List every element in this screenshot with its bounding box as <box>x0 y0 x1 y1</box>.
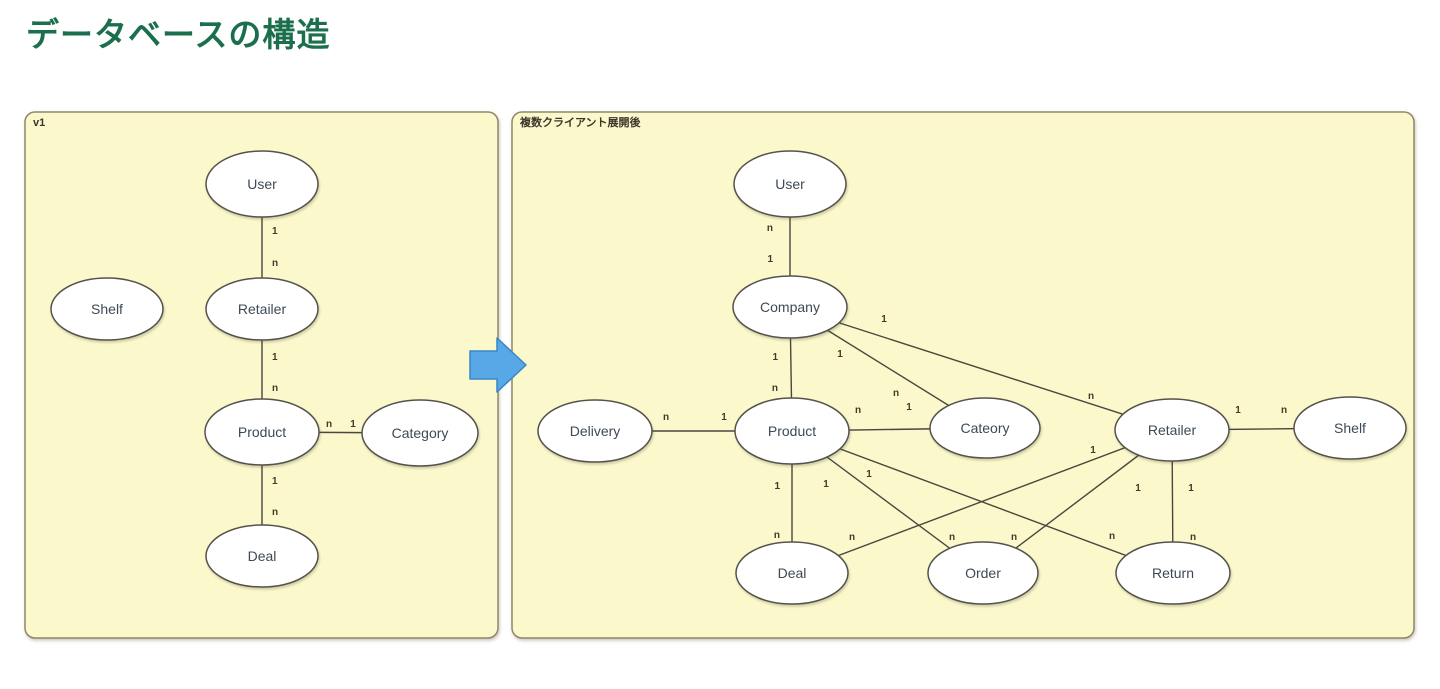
right-arrow-icon <box>469 337 527 393</box>
node-label-l-retailer: Retailer <box>238 301 287 317</box>
cardinality-label: 1 <box>881 314 887 325</box>
node-label-r-deal: Deal <box>778 565 807 581</box>
node-label-r-order: Order <box>965 565 1001 581</box>
cardinality-label: n <box>272 258 278 269</box>
cardinality-label: n <box>1088 391 1094 402</box>
node-label-l-deal: Deal <box>248 548 277 564</box>
cardinality-label: 1 <box>1188 483 1194 494</box>
cardinality-label: n <box>774 530 780 541</box>
cardinality-label: n <box>1190 532 1196 543</box>
cardinality-label: 1 <box>272 352 278 363</box>
panel-label-multi: 複数クライアント展開後 <box>519 115 642 129</box>
node-r-delivery <box>537 399 653 463</box>
cardinality-label: n <box>663 412 669 423</box>
page-title: データベースの構造 <box>26 16 331 53</box>
node-r-product <box>734 397 850 465</box>
cardinality-label: n <box>272 507 278 518</box>
cardinality-label: 1 <box>721 412 727 423</box>
cardinality-label: 1 <box>272 226 278 237</box>
cardinality-label: n <box>272 383 278 394</box>
cardinality-label: 1 <box>350 419 356 430</box>
edge-r-company-r-retailer <box>789 306 1173 431</box>
cardinality-label: 1 <box>837 349 843 360</box>
cardinality-label: 1 <box>1090 445 1096 456</box>
edge-r-retailer-r-deal <box>791 429 1173 574</box>
cardinality-label: 1 <box>906 402 912 413</box>
node-r-user <box>733 150 847 218</box>
cardinality-label: 1 <box>866 469 872 480</box>
node-label-r-return: Return <box>1152 565 1194 581</box>
node-l-category <box>361 399 479 467</box>
node-l-deal <box>205 524 319 588</box>
cardinality-label: n <box>1109 531 1115 542</box>
node-l-shelf <box>50 277 164 341</box>
node-r-cateory <box>929 397 1041 459</box>
node-r-retailer <box>1114 398 1230 462</box>
cardinality-label: 1 <box>1135 483 1141 494</box>
cardinality-label: n <box>893 388 899 399</box>
cardinality-label: 1 <box>1235 405 1241 416</box>
node-label-r-cateory: Cateory <box>960 420 1009 436</box>
panel-label-v1: v1 <box>33 117 45 129</box>
cardinality-label: 1 <box>774 481 780 492</box>
cardinality-label: n <box>849 532 855 543</box>
node-r-deal <box>735 541 849 605</box>
node-label-l-product: Product <box>238 424 286 440</box>
cardinality-label: n <box>1281 405 1287 416</box>
cardinality-label: 1 <box>272 476 278 487</box>
cardinality-label: n <box>949 532 955 543</box>
node-r-shelf <box>1293 396 1407 460</box>
node-l-retailer <box>205 277 319 341</box>
node-l-product <box>204 398 320 466</box>
node-label-l-category: Category <box>392 425 449 441</box>
node-r-return <box>1115 541 1231 605</box>
node-label-r-shelf: Shelf <box>1334 420 1366 436</box>
node-label-r-retailer: Retailer <box>1148 422 1197 438</box>
node-label-r-company: Company <box>760 299 820 315</box>
node-label-r-product: Product <box>768 423 816 439</box>
cardinality-label: n <box>767 223 773 234</box>
cardinality-label: 1 <box>767 254 773 265</box>
node-label-l-shelf: Shelf <box>91 301 123 317</box>
cardinality-label: 1 <box>823 479 829 490</box>
node-r-company <box>732 275 848 339</box>
node-label-r-delivery: Delivery <box>570 423 621 439</box>
cardinality-label: n <box>772 383 778 394</box>
cardinality-label: n <box>1011 532 1017 543</box>
node-l-user <box>205 150 319 218</box>
node-label-l-user: User <box>247 176 277 192</box>
node-r-order <box>927 541 1039 605</box>
node-label-r-user: User <box>775 176 805 192</box>
cardinality-label: n <box>326 419 332 430</box>
cardinality-label: n <box>855 405 861 416</box>
cardinality-label: 1 <box>772 352 778 363</box>
